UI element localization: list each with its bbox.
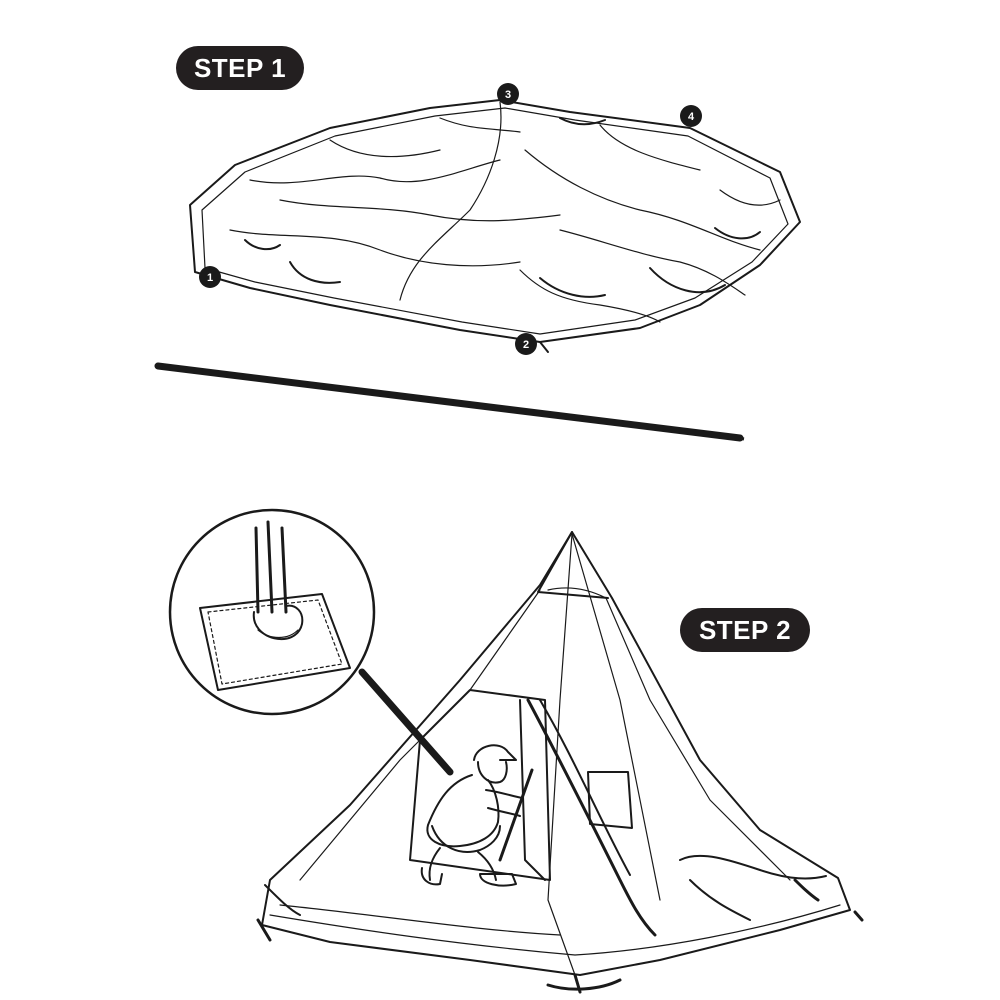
svg-text:4: 4: [688, 111, 695, 123]
svg-text:3: 3: [505, 89, 511, 101]
step-2-badge: STEP 2: [680, 608, 810, 652]
person-raising-pole: [420, 744, 534, 887]
corner-marker-1: 1: [199, 266, 221, 288]
svg-text:2: 2: [523, 339, 529, 351]
pitched-tent: [256, 531, 864, 994]
corner-marker-2: 2: [515, 333, 537, 355]
corner-marker-3: 3: [497, 83, 519, 105]
pole-base-detail-callout: [168, 508, 454, 776]
svg-text:1: 1: [207, 272, 213, 284]
step-1-badge: STEP 1: [176, 46, 304, 90]
corner-marker-4: 4: [680, 105, 702, 127]
tent-pole: [154, 362, 745, 442]
flat-tent-outline: [189, 99, 801, 353]
